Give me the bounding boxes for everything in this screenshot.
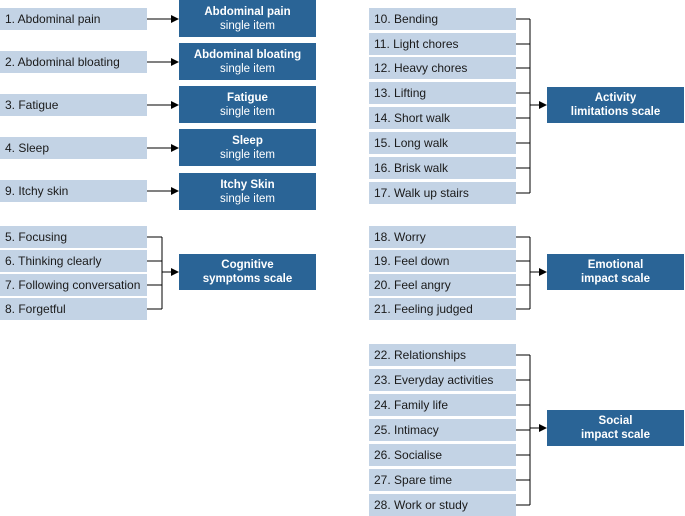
single-item-arrows	[147, 15, 179, 195]
item-fatigue: 3. Fatigue	[0, 94, 147, 116]
box-subtitle: single item	[220, 19, 275, 32]
item-feel-angry: 20. Feel angry	[369, 274, 516, 296]
box-abdominal-bloating: Abdominal bloating single item	[179, 43, 316, 80]
box-title: Fatigue	[227, 91, 268, 104]
item-itchy-skin: 9. Itchy skin	[0, 180, 147, 202]
item-lifting: 13. Lifting	[369, 82, 516, 104]
item-intimacy: 25. Intimacy	[369, 419, 516, 441]
box-title-line2: impact scale	[580, 429, 651, 441]
box-title-line2: symptoms scale	[202, 273, 293, 285]
box-title: Abdominal bloating	[193, 48, 302, 61]
item-work-or-study: 28. Work or study	[369, 494, 516, 516]
box-title-line2: limitations scale	[570, 106, 661, 118]
item-walk-up-stairs: 17. Walk up stairs	[369, 182, 516, 204]
item-brisk-walk: 16. Brisk walk	[369, 157, 516, 179]
box-title-line2: impact scale	[580, 273, 651, 285]
item-long-walk: 15. Long walk	[369, 132, 516, 154]
item-following-conversation: 7. Following conversation	[0, 274, 147, 296]
box-subtitle: single item	[220, 105, 275, 118]
box-emotional-scale: Emotional impact scale	[547, 254, 684, 290]
box-title-line1: Emotional	[587, 259, 644, 271]
item-feeling-judged: 21. Feeling judged	[369, 298, 516, 320]
box-title-line1: Cognitive	[221, 259, 274, 271]
item-thinking-clearly: 6. Thinking clearly	[0, 250, 147, 272]
box-activity-scale: Activity limitations scale	[547, 87, 684, 123]
box-social-scale: Social impact scale	[547, 410, 684, 446]
item-feel-down: 19. Feel down	[369, 250, 516, 272]
item-spare-time: 27. Spare time	[369, 469, 516, 491]
social-bracket	[516, 354, 547, 506]
item-family-life: 24. Family life	[369, 394, 516, 416]
box-subtitle: single item	[220, 192, 275, 205]
item-heavy-chores: 12. Heavy chores	[369, 57, 516, 79]
item-forgetful: 8. Forgetful	[0, 298, 147, 320]
box-abdominal-pain: Abdominal pain single item	[179, 0, 316, 37]
item-light-chores: 11. Light chores	[369, 33, 516, 55]
item-focusing: 5. Focusing	[0, 226, 147, 248]
box-cognitive-scale: Cognitive symptoms scale	[179, 254, 316, 290]
item-everyday-activities: 23. Everyday activities	[369, 369, 516, 391]
box-title: Itchy Skin	[220, 178, 275, 191]
emotional-bracket	[516, 236, 547, 310]
box-title: Abdominal pain	[204, 5, 291, 18]
box-fatigue: Fatigue single item	[179, 86, 316, 123]
activity-bracket	[516, 18, 547, 194]
box-title: Sleep	[232, 134, 263, 147]
box-subtitle: single item	[220, 62, 275, 75]
item-bending: 10. Bending	[369, 8, 516, 30]
box-title-line1: Social	[598, 415, 633, 427]
item-abdominal-pain: 1. Abdominal pain	[0, 8, 147, 30]
item-sleep: 4. Sleep	[0, 137, 147, 159]
item-abdominal-bloating: 2. Abdominal bloating	[0, 51, 147, 73]
item-short-walk: 14. Short walk	[369, 107, 516, 129]
item-socialise: 26. Socialise	[369, 444, 516, 466]
cognitive-bracket	[147, 236, 179, 310]
box-itchy-skin: Itchy Skin single item	[179, 173, 316, 210]
item-relationships: 22. Relationships	[369, 344, 516, 366]
box-title-line1: Activity	[594, 92, 637, 104]
item-worry: 18. Worry	[369, 226, 516, 248]
box-subtitle: single item	[220, 148, 275, 161]
box-sleep: Sleep single item	[179, 129, 316, 166]
